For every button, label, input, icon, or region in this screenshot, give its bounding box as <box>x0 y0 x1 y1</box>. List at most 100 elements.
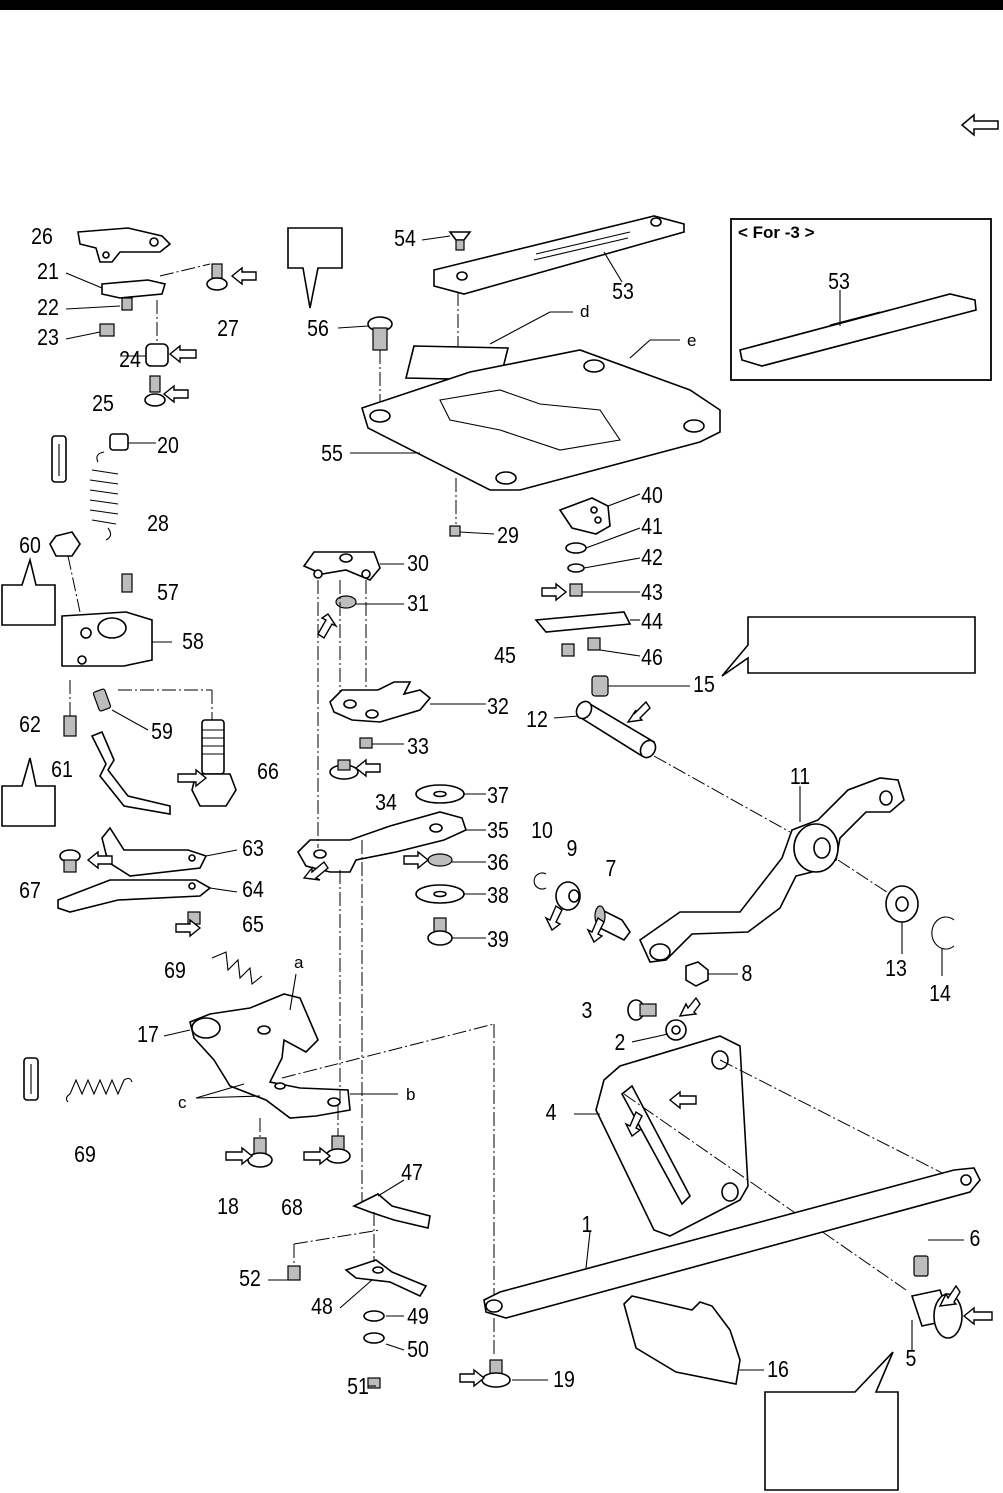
callout-40: 40 <box>641 483 663 509</box>
callout-36: 36 <box>487 850 509 876</box>
callout-19: 19 <box>553 1367 575 1393</box>
callout-68: 68 <box>281 1195 303 1221</box>
callout-11: 11 <box>790 764 810 790</box>
part-45-screw <box>561 643 575 657</box>
callout-53: 53 <box>828 269 850 295</box>
label-a: a <box>294 953 304 972</box>
callout-13: 13 <box>885 956 907 982</box>
part-60-nut <box>49 531 81 557</box>
part-58-block <box>61 611 153 667</box>
callout-22: 22 <box>37 295 59 321</box>
part-51-nut <box>367 1377 381 1389</box>
callout-56: 56 <box>307 316 329 342</box>
callout-18: 18 <box>217 1194 239 1220</box>
callout-59: 59 <box>151 719 173 745</box>
part-44-plate <box>534 611 632 633</box>
part-40-block <box>558 497 611 535</box>
part-18-screw <box>247 1137 273 1168</box>
callout-14: 14 <box>929 981 951 1007</box>
callout-20: 20 <box>157 433 179 459</box>
part-53-slide-plate <box>433 215 685 295</box>
part-49-washer <box>363 1310 385 1322</box>
callout-12: 12 <box>526 707 548 733</box>
callout-65: 65 <box>242 912 264 938</box>
callout-44: 44 <box>641 609 663 635</box>
callout-58: 58 <box>182 629 204 655</box>
back-arrow-icon[interactable] <box>960 113 1000 139</box>
part-30-plate <box>302 551 381 581</box>
callout-42: 42 <box>641 545 663 571</box>
callout-10: 10 <box>531 818 553 844</box>
part-37-washer <box>415 784 465 804</box>
callout-33: 33 <box>407 734 429 760</box>
part-24-collar <box>145 343 169 367</box>
callout-63: 63 <box>242 836 264 862</box>
note-box-right <box>721 616 976 677</box>
part-69-spring-upper <box>211 951 263 986</box>
part-36-collar <box>427 853 453 867</box>
part-pin-left <box>51 435 67 483</box>
callout-37: 37 <box>487 783 509 809</box>
part-59-screw <box>92 688 112 712</box>
part-35-arm <box>297 811 467 873</box>
part-48-plate <box>344 1259 428 1298</box>
callout-46: 46 <box>641 645 663 671</box>
part-66-stud <box>191 719 237 807</box>
callout-4: 4 <box>546 1100 557 1126</box>
arrow-markers <box>86 266 993 1388</box>
callout-35: 35 <box>487 818 509 844</box>
callout-26: 26 <box>31 224 53 250</box>
part-3-screw <box>627 999 657 1021</box>
part-15-screw <box>591 675 609 697</box>
callout-29: 29 <box>497 523 519 549</box>
note-box-bottom <box>764 1351 899 1491</box>
callout-49: 49 <box>407 1304 429 1330</box>
part-8-nut <box>685 961 709 987</box>
callout-16: 16 <box>767 1357 789 1383</box>
callout-3: 3 <box>582 998 593 1024</box>
part-61-lever <box>90 730 171 815</box>
callout-53: 53 <box>612 279 634 305</box>
note-box-left-lower <box>1 757 56 827</box>
callout-1: 1 <box>582 1212 593 1238</box>
part-63-plate <box>101 826 208 877</box>
part-64-plate <box>57 879 212 913</box>
part-56-screw <box>367 316 393 351</box>
part-22-screw <box>121 297 133 311</box>
callout-5: 5 <box>906 1346 917 1372</box>
part-67-screw <box>59 849 81 873</box>
part-9-collar <box>555 881 581 911</box>
part-21-plate <box>101 279 167 299</box>
callout-28: 28 <box>147 511 169 537</box>
part-1-rod <box>483 1167 981 1319</box>
callout-17: 17 <box>137 1022 159 1048</box>
callout-54: 54 <box>394 226 416 252</box>
callout-51: 51 <box>347 1374 369 1400</box>
part-57-screw <box>121 573 133 593</box>
callout-15: 15 <box>693 672 715 698</box>
part-43-screw <box>569 583 583 597</box>
callout-50: 50 <box>407 1337 429 1363</box>
part-54-screw <box>448 231 472 251</box>
part-52-screw <box>287 1265 301 1281</box>
part-12-shaft <box>575 700 657 759</box>
part-69-spring-lower <box>65 1077 133 1103</box>
part-29-screw <box>449 525 461 537</box>
callout-30: 30 <box>407 551 429 577</box>
part-31-collar <box>335 595 357 609</box>
part-16-block <box>623 1295 741 1385</box>
part-68-screw <box>325 1135 351 1164</box>
callout-43: 43 <box>641 580 663 606</box>
callout-2: 2 <box>615 1030 626 1056</box>
callout-38: 38 <box>487 883 509 909</box>
part-11-arm <box>638 777 905 963</box>
callout-32: 32 <box>487 694 509 720</box>
callout-61: 61 <box>51 757 73 783</box>
part-33-screw <box>359 737 373 749</box>
callout-8: 8 <box>742 961 753 987</box>
part-42-washer <box>567 563 585 573</box>
callout-41: 41 <box>641 514 663 540</box>
part-17-bracket <box>189 993 351 1119</box>
callout-7: 7 <box>606 856 617 882</box>
part-41-washer <box>565 542 587 554</box>
